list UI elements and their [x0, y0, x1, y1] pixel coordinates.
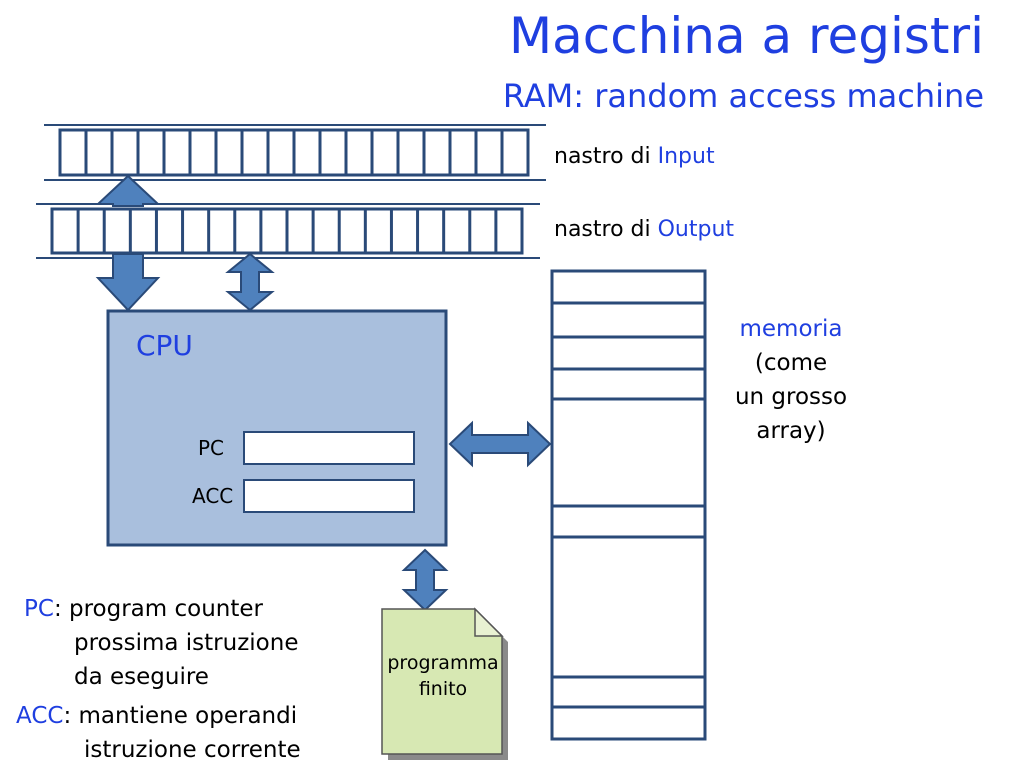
pc-label: PC [198, 436, 225, 460]
memory-array [550, 269, 707, 741]
pc-note-term: PC [24, 596, 54, 622]
input-up-arrow [95, 174, 161, 207]
input-down-arrow [95, 253, 161, 312]
memory-description: memoria (come un grosso array) [716, 312, 866, 448]
cpu-program-double-arrow [401, 548, 449, 612]
program-document [381, 608, 503, 755]
program-fold-corner [474, 607, 504, 637]
input-tape-label: nastro di Input [554, 144, 715, 170]
program-label: programma finito [382, 650, 504, 702]
pc-note: PC: program counter prossima istruzione … [24, 592, 298, 694]
pc-register [243, 431, 415, 465]
memory-line1: (come [754, 350, 828, 376]
output-cpu-double-arrow [225, 252, 275, 312]
program-line2: finito [418, 678, 468, 700]
memory-line3: array) [756, 418, 826, 444]
acc-register [243, 479, 415, 513]
acc-note-def: : mantiene operandi [63, 703, 298, 729]
program-line1: programma [387, 652, 499, 674]
input-tape-name: Input [657, 144, 715, 169]
memory-line2: un grosso [734, 384, 848, 410]
pc-note-line3: da eseguire [74, 664, 209, 690]
acc-note-term: ACC [16, 703, 64, 729]
cpu-label: CPU [136, 329, 193, 362]
page-title: Macchina a registri [508, 7, 984, 65]
output-tape-name: Output [657, 217, 735, 242]
input-tape [44, 124, 546, 181]
input-tape-prefix: nastro di [554, 144, 658, 169]
pc-note-def: : program counter [53, 596, 263, 622]
acc-label: ACC [192, 484, 234, 508]
cpu-memory-double-arrow [448, 420, 552, 468]
acc-note: ACC: mantiene operandi istruzione corren… [16, 699, 301, 767]
page-subtitle: RAM: random access machine [502, 77, 984, 115]
output-tape-label: nastro di Output [554, 217, 734, 243]
output-tape-prefix: nastro di [554, 217, 658, 242]
memory-name: memoria [739, 316, 843, 342]
output-tape [36, 203, 540, 259]
acc-note-line2: istruzione corrente [84, 737, 301, 763]
pc-note-line2: prossima istruzione [74, 630, 299, 656]
